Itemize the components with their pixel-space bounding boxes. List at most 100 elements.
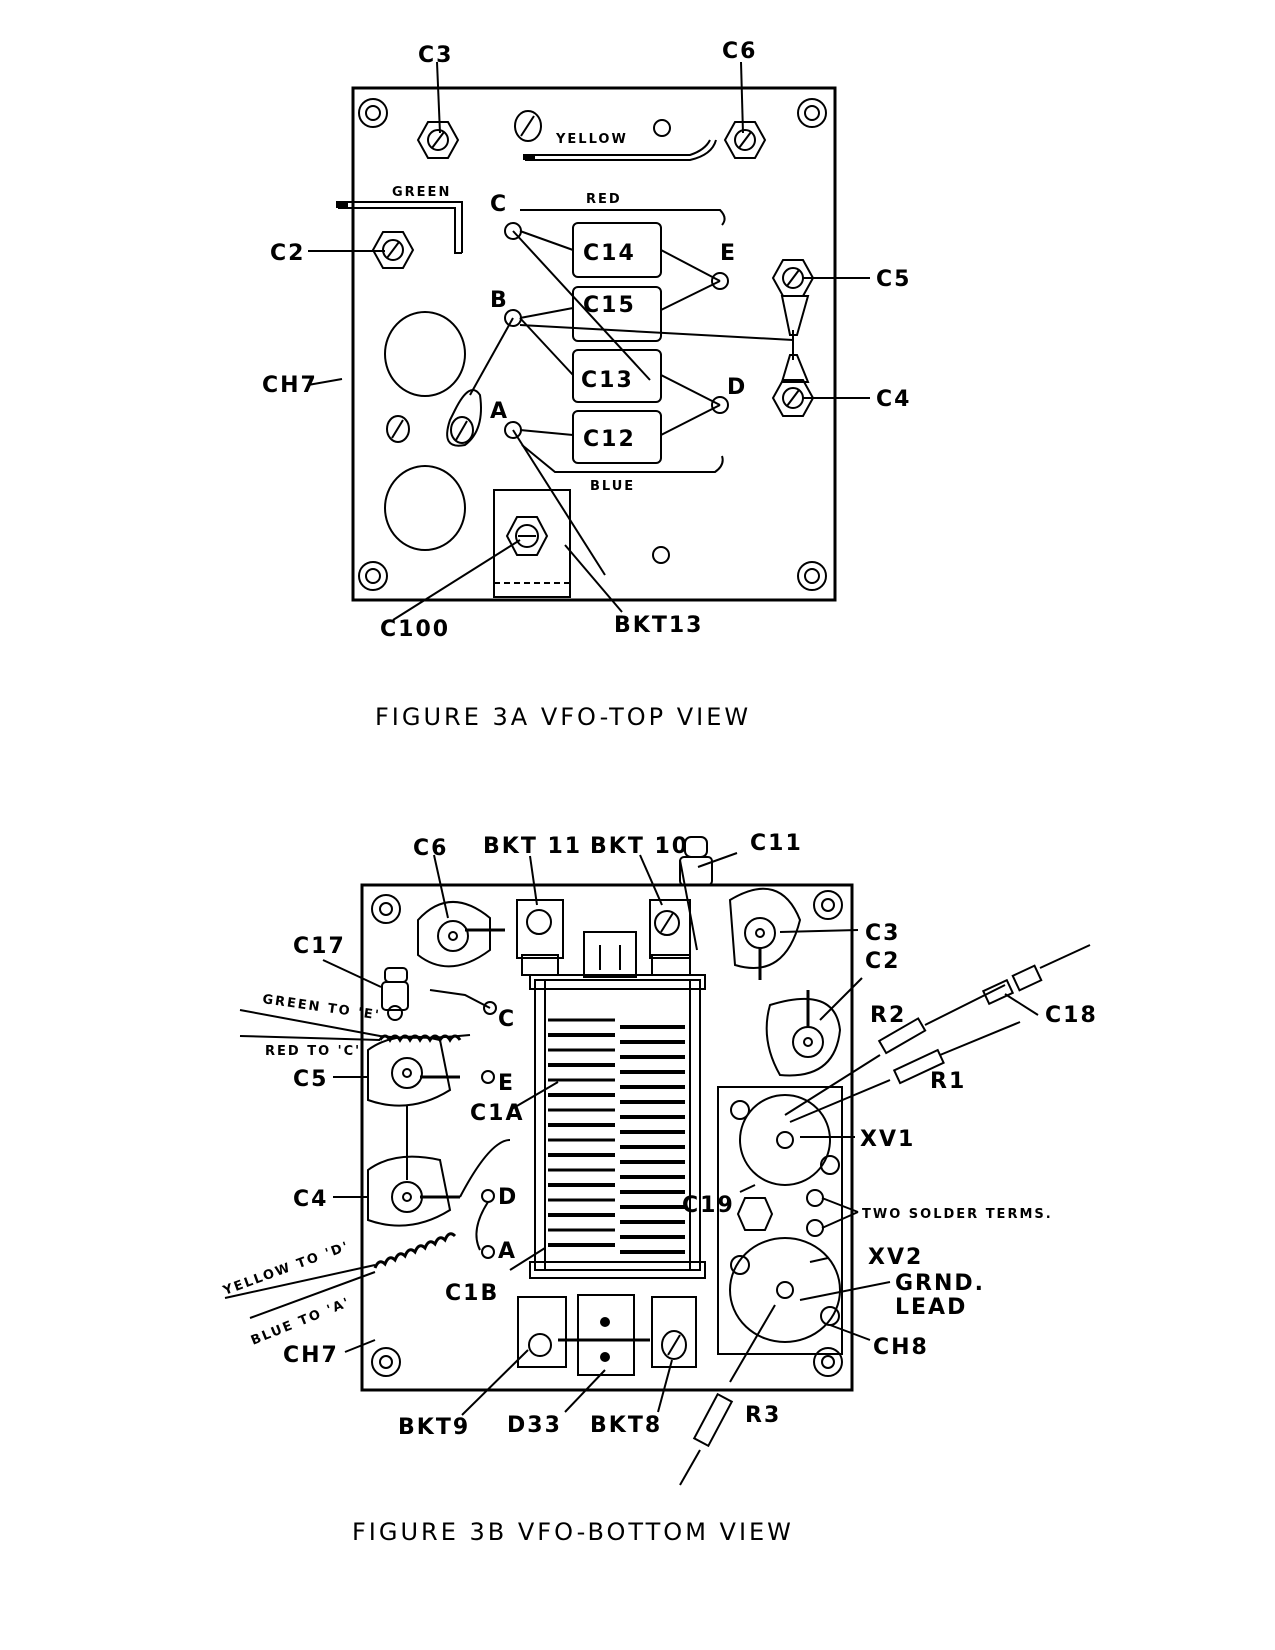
label-terminal-c: C (490, 192, 508, 217)
label-terminal-d: D (727, 375, 747, 400)
mounting-hole (358, 98, 388, 128)
label-c1a: C1A (470, 1101, 524, 1126)
label-c4: C4 (876, 387, 911, 412)
green-wire (338, 201, 463, 253)
bracket-bkt13 (493, 489, 571, 598)
terminal-e (711, 272, 729, 290)
label-terminal-e: E (720, 241, 737, 266)
screw (386, 415, 410, 443)
mounting-hole (371, 894, 401, 924)
label-c100: C100 (380, 617, 450, 642)
diode-d33 (558, 1294, 650, 1376)
twisted-wire-yellow-blue (224, 1264, 376, 1299)
trimmer-c3 (728, 887, 802, 980)
blue-wire (521, 444, 724, 473)
caption-figure-3b: FIGURE 3B VFO-BOTTOM VIEW (352, 1518, 794, 1546)
terminal-e (481, 1070, 495, 1084)
label-wire-yellow: YELLOW (555, 132, 628, 147)
label-wire-red: RED (586, 192, 622, 207)
tube-socket-xv2 (729, 1237, 841, 1343)
label-r3: R3 (745, 1403, 781, 1428)
small-hole (652, 546, 670, 564)
mounting-hole (813, 890, 843, 920)
trimmer-c6-hex (723, 121, 767, 159)
label-terminal-a: A (490, 399, 509, 424)
label-grnd-lead-line2: LEAD (895, 1295, 967, 1320)
label-c5: C5 (293, 1067, 328, 1092)
figure-3b: C6 BKT 11 BKT 10 C11 C3 C2 C17 C18 R2 R1… (220, 831, 1098, 1546)
label-c19: C19 (682, 1193, 735, 1218)
label-wire-green: GREEN (392, 185, 451, 200)
red-wire (520, 209, 726, 226)
label-blue-to-a: BLUE TO 'A' (249, 1295, 353, 1349)
mounting-hole (797, 561, 827, 591)
label-c15: C15 (583, 293, 636, 318)
label-wire-blue: BLUE (590, 479, 635, 494)
label-c13: C13 (581, 368, 634, 393)
terminal-d (711, 396, 729, 414)
label-xv1: XV1 (860, 1127, 915, 1152)
label-terminal-e: E (498, 1071, 515, 1096)
capacitor-c12 (572, 410, 662, 464)
bracket-bkt10 (649, 899, 691, 976)
label-c2: C2 (865, 949, 900, 974)
rotor-plates (548, 1018, 685, 1254)
label-bkt8: BKT8 (590, 1413, 662, 1438)
mounting-hole (797, 98, 827, 128)
hex-nut (736, 1197, 774, 1231)
screw-with-lug (446, 389, 482, 447)
label-terminal-c: C (498, 1007, 516, 1032)
screw (514, 110, 542, 142)
label-c14: C14 (583, 241, 636, 266)
yellow-wire (525, 139, 711, 156)
solder-lug (780, 295, 810, 336)
mounting-hole (371, 1347, 401, 1377)
label-c5: C5 (876, 267, 911, 292)
trimmer-c100-hex (505, 516, 549, 556)
bracket-bkt8 (651, 1296, 697, 1368)
label-ch7: CH7 (283, 1343, 339, 1368)
label-bkt11: BKT 11 (483, 834, 582, 859)
label-c12: C12 (583, 427, 636, 452)
solder-terminals (806, 1189, 824, 1237)
terminal-d (481, 1189, 495, 1203)
trimmer-c6 (417, 901, 505, 968)
label-two-solder-terms: TWO SOLDER TERMS. (862, 1207, 1053, 1222)
terminal-a (481, 1245, 495, 1259)
label-bkt13: BKT13 (614, 613, 703, 638)
label-c18: C18 (1045, 1003, 1098, 1028)
caption-figure-3a: FIGURE 3A VFO-TOP VIEW (375, 703, 751, 731)
label-terminal-b: B (490, 288, 509, 313)
label-r1: R1 (930, 1069, 966, 1094)
sub-chassis-ch8 (717, 1086, 843, 1355)
solder-lug (780, 354, 810, 383)
label-ch8: CH8 (873, 1335, 929, 1360)
label-yellow-to-d: YELLOW TO 'D' (220, 1239, 352, 1299)
trimmer-c4 (367, 1105, 460, 1227)
label-c2: C2 (270, 241, 305, 266)
mounting-hole (813, 1347, 843, 1377)
label-c1b: C1B (445, 1281, 499, 1306)
label-c3: C3 (865, 921, 900, 946)
label-c6: C6 (413, 836, 448, 861)
label-grnd-lead-line1: GRND. (895, 1271, 985, 1296)
label-terminal-d: D (498, 1185, 518, 1210)
trimmer-c3-hex (416, 121, 460, 159)
small-hole (653, 119, 671, 137)
label-green-to-e: GREEN TO 'E' (261, 992, 381, 1023)
label-bkt10: BKT 10 (590, 834, 689, 859)
label-xv2: XV2 (868, 1245, 923, 1270)
label-terminal-a: A (498, 1239, 517, 1264)
variable-capacitor-c1 (529, 974, 706, 1279)
label-c17: C17 (293, 934, 346, 959)
bracket-bkt11 (516, 899, 564, 976)
label-c6: C6 (722, 39, 757, 64)
top-chassis-plate (351, 86, 837, 602)
tube-socket-xv1 (730, 1094, 840, 1186)
chassis-hole-upper (384, 311, 466, 397)
label-c4: C4 (293, 1187, 328, 1212)
resistor-r3 (679, 1304, 776, 1486)
label-c11: C11 (750, 831, 803, 856)
label-bkt9: BKT9 (398, 1415, 470, 1440)
